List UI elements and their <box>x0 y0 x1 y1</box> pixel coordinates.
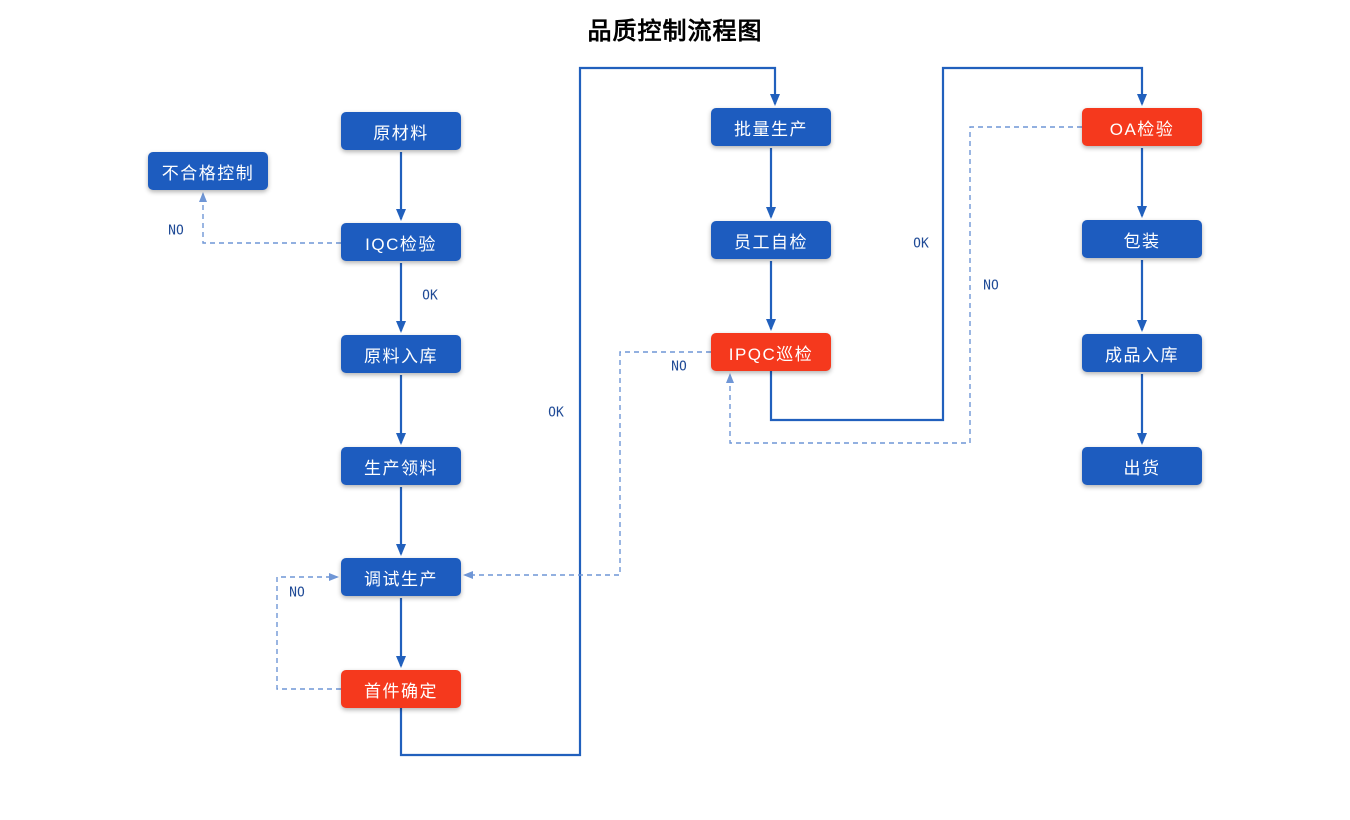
node-shipment: 出货 <box>1082 447 1202 485</box>
edge-ipqc-patrol-to-trial-production <box>463 351 711 579</box>
edge-first-article-to-trial-production <box>276 573 341 690</box>
diagram-title: 品质控制流程图 <box>587 16 763 45</box>
node-nonconform-control: 不合格控制 <box>148 152 268 190</box>
edge-label-no-4: NO <box>671 359 687 375</box>
edge-label-ok-2: OK <box>548 405 564 421</box>
node-first-article: 首件确定 <box>341 670 461 708</box>
node-self-inspection: 员工自检 <box>711 221 831 259</box>
node-production-picking: 生产领料 <box>341 447 461 485</box>
edge-label-ok-5: OK <box>913 236 929 252</box>
node-iqc-inspection: IQC检验 <box>341 223 461 261</box>
node-finished-instock: 成品入库 <box>1082 334 1202 372</box>
node-oa-inspection: OA检验 <box>1082 108 1202 146</box>
node-material-instock: 原料入库 <box>341 335 461 373</box>
node-trial-production: 调试生产 <box>341 558 461 596</box>
node-raw-material: 原材料 <box>341 112 461 150</box>
edge-label-no-0: NO <box>168 223 184 239</box>
edge-first-article-to-batch-production <box>399 66 780 757</box>
node-batch-production: 批量生产 <box>711 108 831 146</box>
node-ipqc-patrol: IPQC巡检 <box>711 333 831 371</box>
edge-label-no-6: NO <box>983 278 999 294</box>
edge-label-no-3: NO <box>289 585 305 601</box>
edge-ipqc-patrol-to-oa-inspection <box>769 66 1147 422</box>
edge-label-ok-1: OK <box>422 288 438 304</box>
edge-oa-inspection-to-ipqc-patrol <box>726 126 1082 444</box>
edge-iqc-inspection-to-nonconform-control <box>199 192 341 244</box>
node-packaging: 包装 <box>1082 220 1202 258</box>
